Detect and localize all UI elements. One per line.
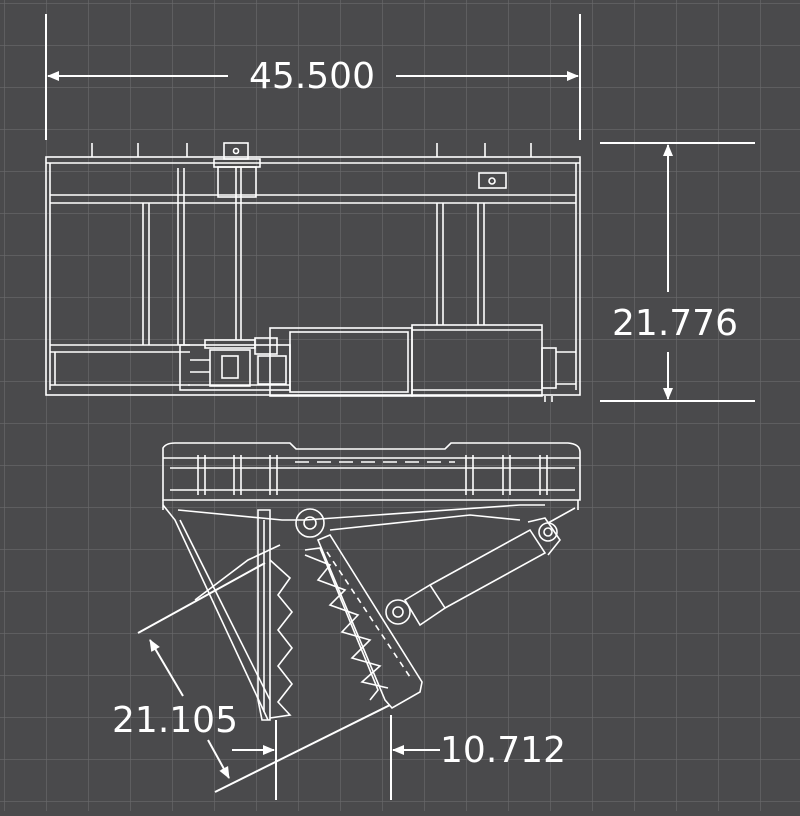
height-dimension-label: 21.776 — [612, 303, 738, 344]
jaw-length-dimension — [137, 562, 391, 793]
jaw-opening-dimension — [232, 715, 440, 800]
top-view — [45, 142, 581, 402]
width-dimension-label: 45.500 — [249, 56, 375, 97]
jaw-length-label: 21.105 — [112, 700, 238, 741]
height-dimension — [600, 142, 755, 402]
jaw-opening-label: 10.712 — [440, 730, 566, 771]
width-dimension — [45, 14, 581, 140]
side-view — [162, 442, 581, 721]
